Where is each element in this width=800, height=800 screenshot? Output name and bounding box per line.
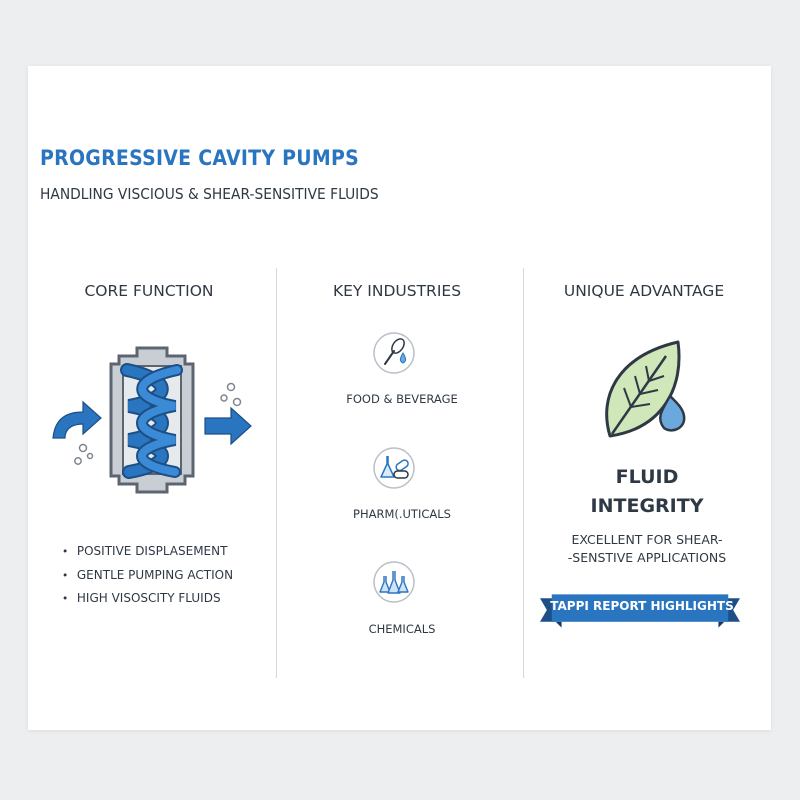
rotor-helix-fill (122, 365, 167, 477)
advantage-text-line1: EXCELLENT FOR SHEAR- (571, 532, 723, 547)
bullet-item: GENTLE PUMPING ACTION (62, 564, 233, 588)
outlet-arrow-icon (204, 406, 252, 446)
industry-label-chemicals: CHEMICALS (368, 622, 436, 636)
inlet-arrow-icon (52, 400, 102, 439)
unique-advantage-heading: UNIQUE ADVANTAGE (563, 282, 725, 300)
inlet-particle (78, 443, 88, 453)
fluid-integrity-line2: INTEGRITY (590, 495, 704, 517)
pump-diagram (52, 346, 252, 494)
beakers-icon (373, 561, 415, 603)
flask-pill-icon (373, 447, 415, 489)
leaf-droplet-icon (605, 340, 686, 438)
outlet-particle (232, 397, 242, 407)
key-industries-heading: KEY INDUSTRIES (332, 282, 462, 300)
inlet-particle (86, 452, 94, 460)
industry-label-food: FOOD & BEVERAGE (346, 392, 458, 406)
outlet-particle (220, 394, 228, 402)
core-bullets: POSITIVE DISPLASEMENT GENTLE PUMPING ACT… (62, 540, 240, 611)
bullet-item: HIGH VISOSCITY FLUIDS (62, 587, 233, 611)
column-divider-2 (523, 268, 524, 678)
industry-label-pharma: PHARM(.UTICALS (353, 507, 451, 521)
column-divider-1 (276, 268, 277, 678)
advantage-text-line2: -SENSTIVE APPLICATIONS (567, 550, 727, 565)
ribbon-label: TAPPI REPORT HIGHLIGHTS (550, 599, 734, 613)
ribbon-banner (540, 594, 740, 628)
page-subtitle: HANDLING VISCIOUS & SHEAR-SENSITIVE FLUI… (40, 185, 379, 203)
page-title: PROGRESSIVE CAVITY PUMPS (40, 146, 359, 170)
whisk-droplet-icon (373, 332, 415, 374)
outlet-particle (226, 382, 236, 392)
core-function-heading: CORE FUNCTION (84, 282, 214, 300)
rotor-helix-back-fill (138, 366, 181, 476)
bullet-item: POSITIVE DISPLASEMENT (62, 540, 233, 564)
fluid-integrity-line1: FLUID (615, 466, 679, 488)
inlet-particle (74, 457, 82, 465)
